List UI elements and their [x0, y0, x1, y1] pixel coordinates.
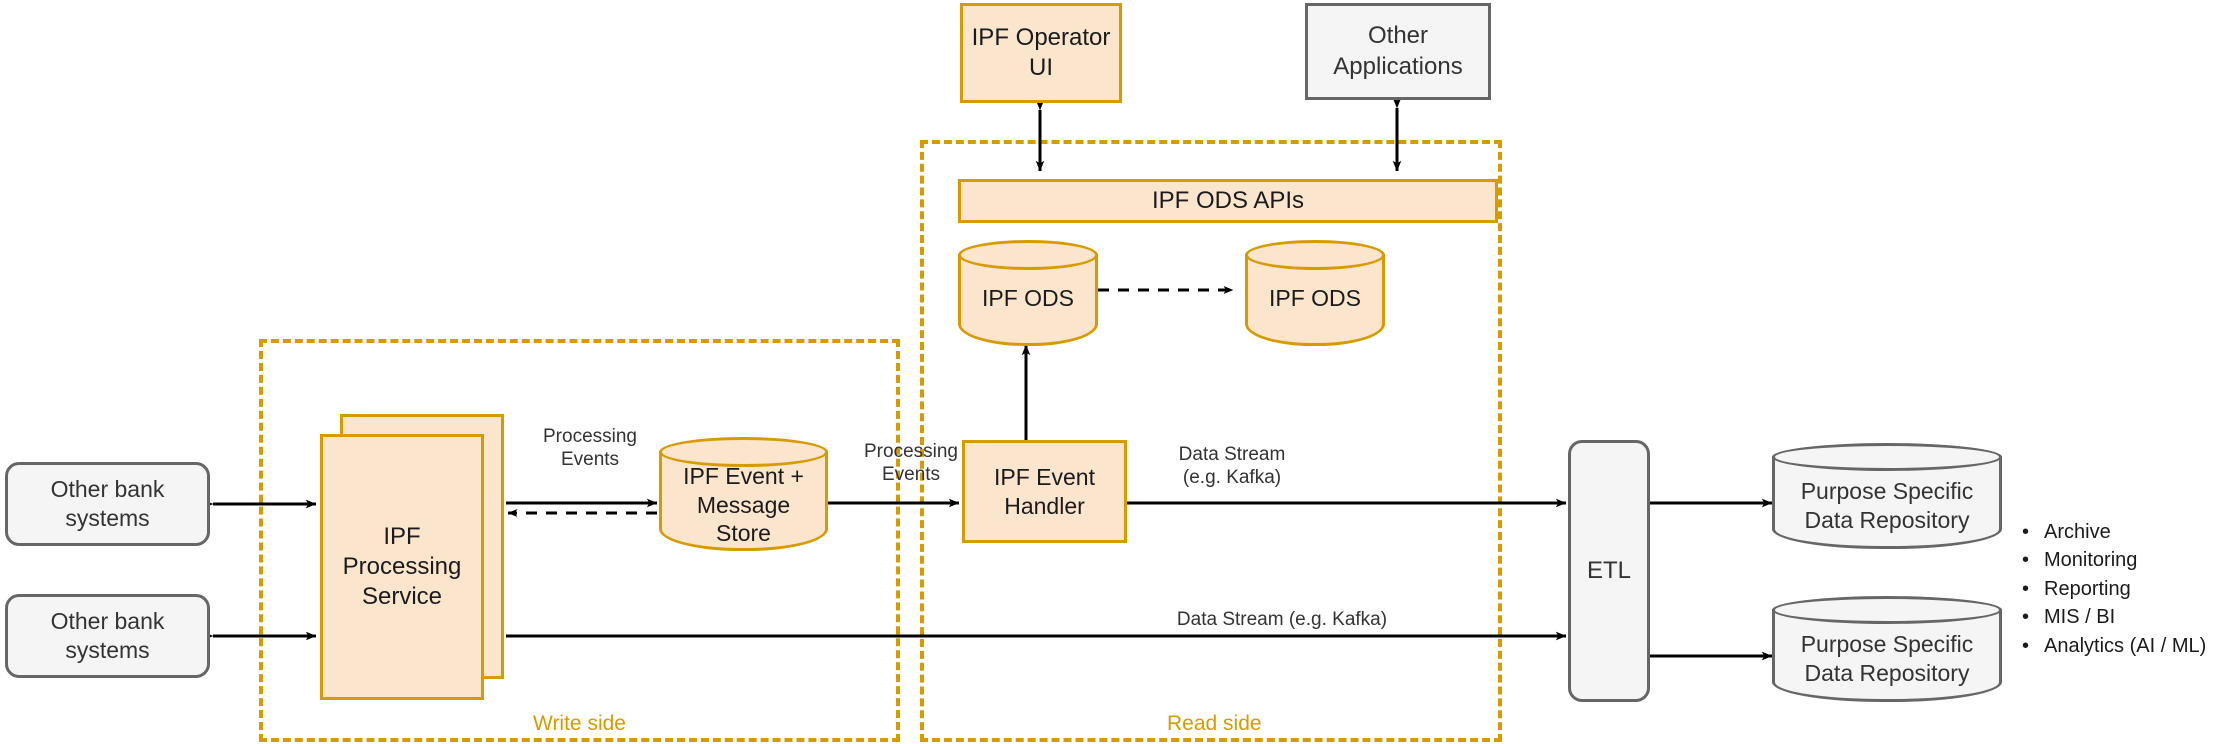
zone-write-side [259, 339, 900, 742]
ipf-ods-primary-top [958, 240, 1098, 270]
list-item: • Analytics (AI / ML) [2022, 632, 2206, 660]
node-other-applications[interactable]: Other Applications [1305, 3, 1491, 100]
purpose-repo-bottom-top [1772, 596, 2002, 624]
purpose-repo-top-body [1772, 456, 2002, 549]
node-other-bank-systems-top[interactable]: Other bank systems [5, 462, 210, 546]
node-ipf-operator-ui-label: IPF Operator UI [971, 23, 1111, 81]
edge-label-data-stream-bottom: Data Stream (e.g. Kafka) [1176, 609, 1388, 630]
purpose-repo-top-top [1772, 443, 2002, 471]
list-item: • MIS / BI [2022, 603, 2206, 631]
node-ipf-ods-primary-label: IPF ODS [981, 284, 1074, 311]
bullet-marker-icon: • [2022, 577, 2030, 600]
list-item-label: Monitoring [2044, 549, 2138, 572]
ipf-ods-replica-top [1245, 240, 1385, 270]
bullet-marker-icon: • [2022, 634, 2030, 657]
zone-write-side-label: Write side [533, 712, 626, 735]
ipf-event-message-store-top [659, 437, 828, 467]
bullet-marker-icon: • [2022, 549, 2030, 572]
node-other-bank-systems-top-label: Other bank systems [50, 476, 165, 531]
list-item-label: Reporting [2044, 577, 2131, 600]
edge-label-processing-events-left: Processing Events [543, 426, 637, 471]
edge-label-data-stream-top: Data Stream (e.g. Kafka) [1178, 444, 1286, 489]
node-ipf-ods-apis[interactable]: IPF ODS APIs [958, 179, 1498, 223]
node-other-bank-systems-bottom[interactable]: Other bank systems [5, 594, 210, 678]
node-purpose-specific-repo-bottom-label: Purpose Specific Data Repository [1800, 631, 1974, 686]
node-ipf-event-message-store-label: IPF Event + Message Store [683, 462, 804, 547]
node-ipf-processing-service-label: IPF Processing Service [342, 522, 462, 611]
node-other-applications-label: Other Applications [1333, 22, 1463, 80]
list-item-label: Archive [2044, 521, 2111, 543]
purpose-repo-bottom-body [1772, 609, 2002, 702]
node-purpose-specific-repo-bottom[interactable]: Purpose Specific Data Repository [1772, 596, 2002, 702]
edge-label-processing-events-right: Processing Events [864, 441, 958, 486]
node-ipf-ods-apis-label: IPF ODS APIs [1151, 186, 1305, 214]
list-item-label: Analytics (AI / ML) [2044, 634, 2207, 657]
node-purpose-specific-repo-top-label: Purpose Specific Data Repository [1800, 478, 1974, 533]
zone-read-side-label: Read side [1167, 712, 1262, 735]
node-ipf-ods-replica-label: IPF ODS [1268, 284, 1361, 311]
list-item: • Reporting [2022, 575, 2206, 603]
node-etl-label: ETL [1586, 556, 1631, 584]
bullet-marker-icon: • [2022, 606, 2030, 629]
node-ipf-processing-service[interactable]: IPF Processing Service [320, 434, 484, 700]
node-etl[interactable]: ETL [1568, 440, 1650, 702]
node-other-bank-systems-bottom-label: Other bank systems [50, 608, 165, 663]
node-ipf-ods-primary[interactable]: IPF ODS [958, 240, 1098, 346]
zone-read-side [920, 140, 1502, 742]
list-item-label: MIS / BI [2044, 606, 2116, 629]
ipf-event-message-store-body [659, 451, 828, 551]
node-ipf-ods-replica[interactable]: IPF ODS [1245, 240, 1385, 346]
node-ipf-event-handler-label: IPF Event Handler [994, 463, 1095, 519]
node-ipf-event-message-store[interactable]: IPF Event + Message Store [659, 437, 828, 551]
list-item: • Archive [2022, 518, 2206, 546]
list-item: • Monitoring [2022, 546, 2206, 574]
bullet-marker-icon: • [2022, 521, 2030, 543]
outcome-bullet-list: • Archive • Monitoring • Reporting • MIS… [2022, 518, 2206, 660]
node-purpose-specific-repo-top[interactable]: Purpose Specific Data Repository [1772, 443, 2002, 549]
node-ipf-operator-ui[interactable]: IPF Operator UI [960, 3, 1122, 103]
node-ipf-event-handler[interactable]: IPF Event Handler [962, 440, 1127, 543]
